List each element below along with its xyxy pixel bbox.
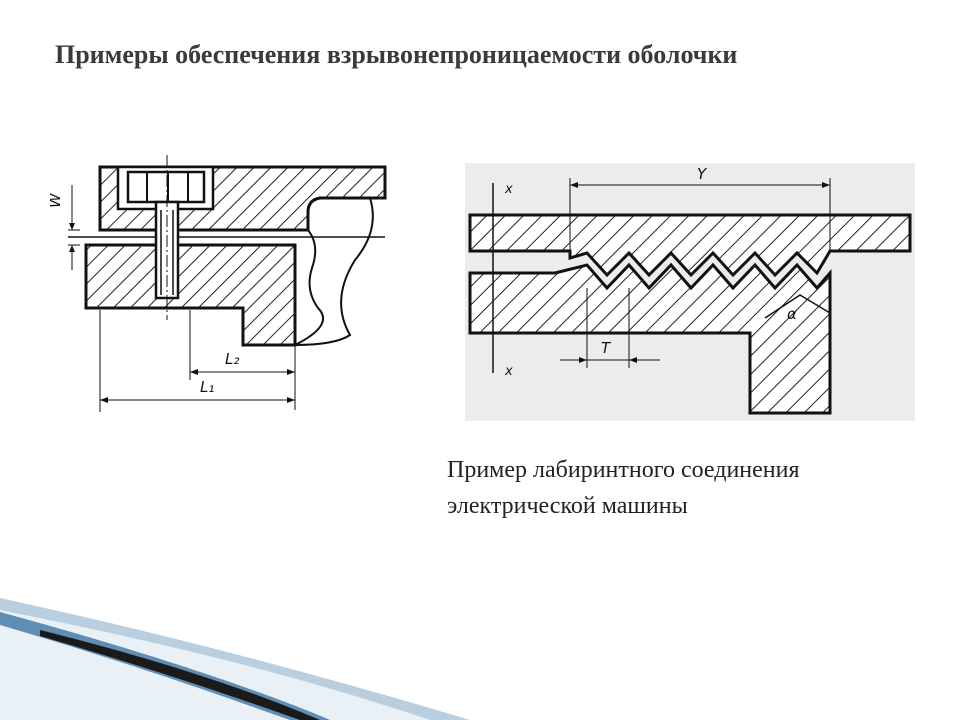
labyrinth-joint-drawing: x x Y T α (465, 163, 915, 421)
flange-joint-drawing: W L₂ L₁ (50, 155, 387, 412)
lower-body-section (468, 262, 832, 415)
slide-title: Примеры обеспечения взрывонепроницаемост… (55, 40, 738, 69)
alpha-label: α (787, 305, 797, 323)
caption-line-1: Пример лабиринтного соединения (447, 457, 800, 483)
caption-line-2: электрической машины (447, 493, 688, 519)
gap-label: W (50, 192, 64, 208)
l2-label: L₂ (225, 350, 239, 368)
upper-plate-section (468, 213, 912, 278)
break-line (294, 229, 324, 346)
x-bottom-label: x (504, 364, 513, 379)
l1-label: L₁ (200, 378, 214, 396)
x-top-label: x (504, 182, 513, 197)
t-label: T (601, 339, 612, 357)
lower-body-section (84, 243, 297, 347)
drawing-caption: Пример лабиринтного соединения электриче… (447, 452, 800, 524)
y-label: Y (697, 165, 708, 183)
